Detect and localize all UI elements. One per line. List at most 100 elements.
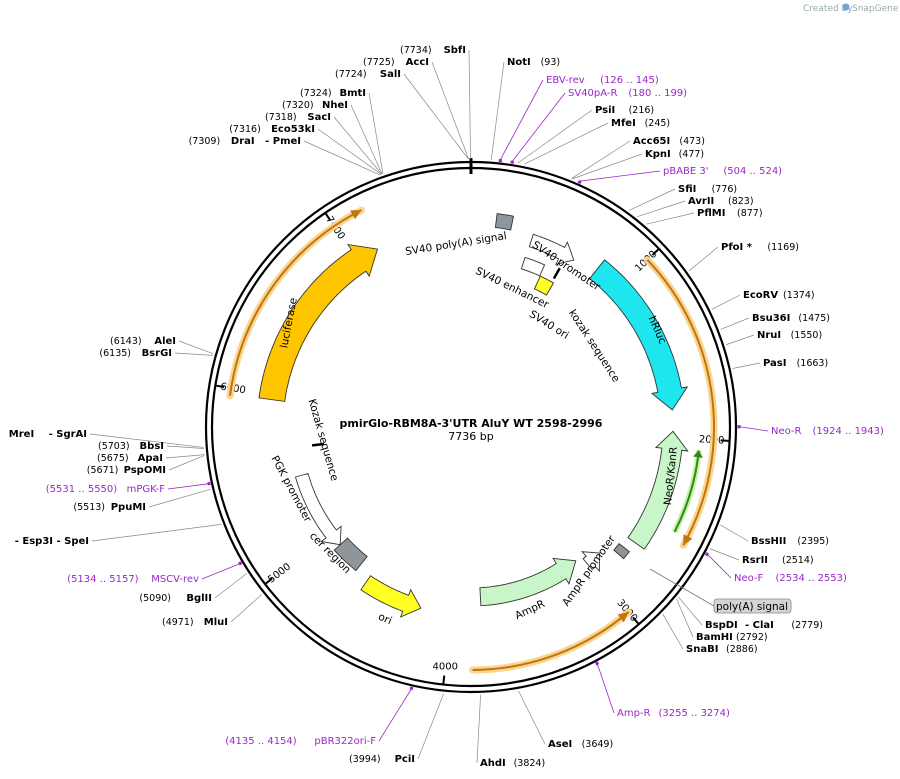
- leader-bmti: [368, 92, 384, 174]
- primer-name: Neo-F: [734, 573, 764, 584]
- feature-ori[interactable]: [360, 575, 422, 618]
- enzyme-name: ApaI: [138, 453, 163, 464]
- enzyme-site-nrui[interactable]: NruI(1550): [757, 330, 822, 341]
- feature-sv40-ori[interactable]: [533, 275, 555, 296]
- enzyme-site-mfei[interactable]: MfeI(245): [611, 118, 670, 129]
- primer-pbabe-3[interactable]: pBABE 3'(504 .. 524): [663, 166, 782, 177]
- leader-nrui: [725, 334, 755, 346]
- enzyme-site-ecorv[interactable]: EcoRV(1374): [743, 290, 815, 301]
- enzyme-site-sfii[interactable]: SfiI(776): [678, 184, 737, 195]
- enzyme-site-mlui[interactable]: MluI(4971): [162, 617, 228, 628]
- leader-rsrii: [709, 548, 740, 561]
- tick-label-4000: 4000: [432, 662, 457, 673]
- enzyme-name: EcoRV: [743, 290, 778, 301]
- tick-label-5000: 5000: [266, 561, 293, 585]
- feature-callout-poly-a-signal[interactable]: poly(A) signal: [649, 568, 792, 614]
- enzyme-site-bglii[interactable]: BglII (5090): [139, 593, 212, 604]
- enzyme-site-bspdi[interactable]: BspDI- ClaI(2779): [705, 620, 823, 631]
- enzyme-name: BglII: [186, 593, 212, 604]
- enzyme-site-bsmbi[interactable]: - Esp3I - SpeIBsmBI(5344): [0, 536, 89, 547]
- enzyme-site-nhei[interactable]: NheI(7320): [282, 100, 348, 111]
- enzyme-name: BmtI: [339, 88, 366, 99]
- enzyme-site-acc65i[interactable]: Acc65I (473): [633, 136, 705, 147]
- primer-neo-f[interactable]: Neo-F(2534 .. 2553): [734, 573, 847, 584]
- primer-neo-r[interactable]: Neo-R(1924 .. 1943): [771, 426, 884, 437]
- leader-mfei: [523, 122, 609, 165]
- primer-mark-mpgk-f: [207, 481, 211, 486]
- enzyme-site-eco53ki[interactable]: Eco53kI(7316): [229, 124, 315, 135]
- primer-leader-pbr322ori-f: [378, 689, 412, 742]
- feature-sv40-enhancer[interactable]: [520, 256, 546, 277]
- enzyme-position: (1550): [791, 330, 823, 341]
- primer-leader-pbabe-3: [580, 170, 661, 182]
- feature-poly-a-signal[interactable]: [613, 542, 630, 560]
- feature-sv40-promoter[interactable]: [528, 233, 575, 265]
- enzyme-site-bmti[interactable]: BmtI(7324): [300, 88, 366, 99]
- enzyme-site-ppumi[interactable]: PpuMI(5513): [73, 502, 146, 513]
- feature-hrluc[interactable]: [588, 259, 689, 411]
- enzyme-site-sbfi[interactable]: SbfI(7734): [400, 45, 466, 56]
- enzyme-site-saci[interactable]: SacI(7318): [265, 112, 331, 123]
- enzyme-site-pcii[interactable]: PciI(3994): [349, 754, 415, 765]
- leader-mrei: [89, 433, 204, 448]
- primer-name: EBV-rev: [546, 75, 585, 86]
- leader-sbfi: [468, 49, 471, 160]
- enzyme-site-bamhi[interactable]: BamHI(2792): [696, 632, 768, 643]
- enzyme-site-apai[interactable]: ApaI(5675): [97, 453, 163, 464]
- enzyme-site-rsrii[interactable]: RsrII(2514): [742, 555, 814, 566]
- enzyme-position: (473): [679, 136, 705, 147]
- enzyme-site-psii[interactable]: PsiI(216): [595, 105, 654, 116]
- feature-cer-region[interactable]: [333, 537, 368, 572]
- feature-label-sv40-ori: SV40 ori: [527, 308, 571, 342]
- credit-brand: SnapGene: [852, 4, 899, 14]
- label-leaders: [89, 49, 769, 764]
- enzyme-site-pasi[interactable]: PasI(1663): [763, 358, 828, 369]
- enzyme-position: (7725): [363, 57, 395, 68]
- enzyme-name: SacI: [307, 112, 331, 123]
- enzyme-site-ahdi[interactable]: AhdI(3824): [480, 758, 545, 769]
- feature-sv40-poly-a-signal[interactable]: [494, 213, 515, 231]
- enzyme-site-avrii[interactable]: AvrII(823): [688, 196, 754, 207]
- enzyme-site-sali[interactable]: SalI(7724): [335, 69, 401, 80]
- enzyme-site-kpni[interactable]: KpnI(477): [645, 149, 704, 160]
- enzyme-site-bsrgi[interactable]: BsrGI(6135): [99, 348, 172, 359]
- leader-bsshii: [720, 524, 749, 542]
- feature-luciferase[interactable]: [258, 244, 379, 402]
- enzyme-site-acci[interactable]: AccI (7725): [363, 57, 429, 68]
- tick-6000: [216, 384, 225, 388]
- enzyme-site-snabi[interactable]: SnaBI(2886): [686, 644, 758, 655]
- enzyme-site-bsu36i[interactable]: Bsu36I(1475): [752, 313, 830, 324]
- primer-range: (3255 .. 3274): [659, 708, 731, 719]
- primer-mpgk-f[interactable]: mPGK-F(5531 .. 5550): [46, 484, 165, 495]
- enzyme-site-noti[interactable]: NotI(93): [507, 57, 560, 68]
- leader-snabi: [662, 614, 684, 650]
- enzyme-name: AccI: [406, 57, 429, 68]
- plasmid-length: 7736 bp: [448, 430, 493, 443]
- enzyme-position: (5671): [87, 465, 119, 476]
- enzyme-position: (5090): [139, 593, 171, 604]
- orf-arc-luciferase-arrowhead: [350, 210, 362, 220]
- enzyme-site-bsshii[interactable]: BssHII(2395): [751, 536, 829, 547]
- feature-pgk-promoter[interactable]: [294, 472, 342, 546]
- feature-ampr[interactable]: [479, 557, 577, 607]
- primer-amp-r[interactable]: Amp-R(3255 .. 3274): [617, 708, 730, 719]
- primer-ebv-rev[interactable]: EBV-rev(126 .. 145): [546, 75, 659, 86]
- primer-sv40pa-r[interactable]: SV40pA-R(180 .. 199): [568, 88, 687, 99]
- enzyme-site-pflmi[interactable]: PflMI(877): [697, 208, 763, 219]
- feature-neor-kanr[interactable]: [627, 430, 689, 550]
- enzyme-site-pfoi[interactable]: PfoI *(1169): [721, 242, 799, 253]
- orf-arc-ampr-glow: [469, 608, 632, 674]
- enzyme-name: Acc65I: [633, 136, 670, 147]
- enzyme-position: (1475): [798, 313, 830, 324]
- leader-ppumi: [148, 488, 211, 508]
- primer-pbr322ori-f[interactable]: pBR322ori-F(4135 .. 4154): [225, 736, 376, 747]
- primer-mscv-rev[interactable]: MSCV-rev(5134 .. 5157): [67, 574, 199, 585]
- enzyme-site-pspomi[interactable]: PspOMI(5671): [87, 465, 166, 476]
- feature-ampr-promoter[interactable]: [581, 551, 600, 573]
- enzyme-site-bbsi[interactable]: BbsI(5703): [98, 441, 164, 452]
- enzyme-site-asei[interactable]: AseI(3649): [548, 739, 613, 750]
- enzyme-site-alei[interactable]: AleI(6143): [110, 336, 176, 347]
